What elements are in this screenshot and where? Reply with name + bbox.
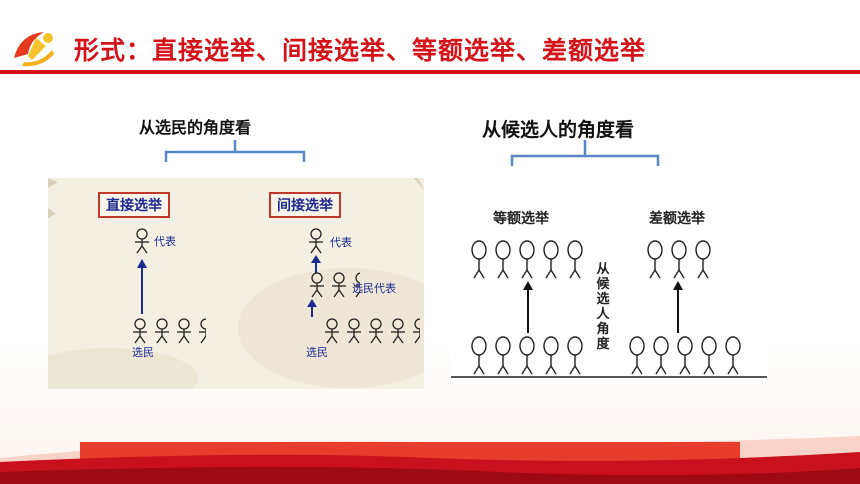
indirect-representative-label: 代表	[330, 236, 352, 249]
party-emblem-icon	[14, 32, 54, 67]
voter-representatives-row	[274, 272, 360, 298]
direct-representative-label: 代表	[154, 235, 176, 248]
indirect-election-box: 间接选举	[269, 192, 341, 218]
representative-figure	[132, 228, 152, 254]
indirect-voters-row	[244, 318, 420, 344]
left-brace	[164, 140, 306, 162]
indirect-arrow-bottom	[307, 299, 317, 317]
indirect-voters-label: 选民	[306, 346, 328, 359]
indirect-representative-figure	[306, 228, 326, 254]
panel-texture	[48, 178, 424, 389]
competitive-arrow	[673, 281, 683, 333]
baseline	[451, 376, 767, 378]
competitive-candidates-row	[645, 240, 721, 280]
equal-arrow	[523, 281, 533, 333]
competitive-voters-row	[627, 336, 751, 376]
direct-voters-row	[74, 318, 206, 344]
indirect-arrow-top	[311, 255, 321, 273]
voter-perspective-panel: 直接选举 间接选举 代表 选民 代表 选民代表	[48, 178, 424, 389]
left-caption: 从选民的角度看	[139, 118, 252, 137]
right-caption: 从候选人的角度看	[482, 119, 635, 141]
equal-election-heading: 等额选举	[493, 211, 549, 227]
competitive-election-heading: 差额选举	[649, 211, 705, 227]
candidate-perspective-panel: 等额选举 差额选举 从 候 选 人 角 度	[451, 178, 767, 384]
candidate-perspective-note: 从 候 选 人 角 度	[596, 262, 610, 352]
footer-ribbon	[0, 436, 860, 484]
direct-election-box: 直接选举	[98, 192, 170, 218]
header-bar: 形式：直接选举、间接选举、等额选举、差额选举	[0, 22, 860, 80]
right-brace	[510, 140, 660, 166]
equal-candidates-row	[469, 240, 593, 280]
equal-voters-row	[469, 336, 593, 376]
direct-arrow	[137, 259, 147, 314]
direct-voters-label: 选民	[132, 346, 154, 359]
header-rule	[0, 70, 860, 74]
voter-representatives-label: 选民代表	[352, 282, 396, 295]
page-title: 形式：直接选举、间接选举、等额选举、差额选举	[74, 36, 647, 65]
